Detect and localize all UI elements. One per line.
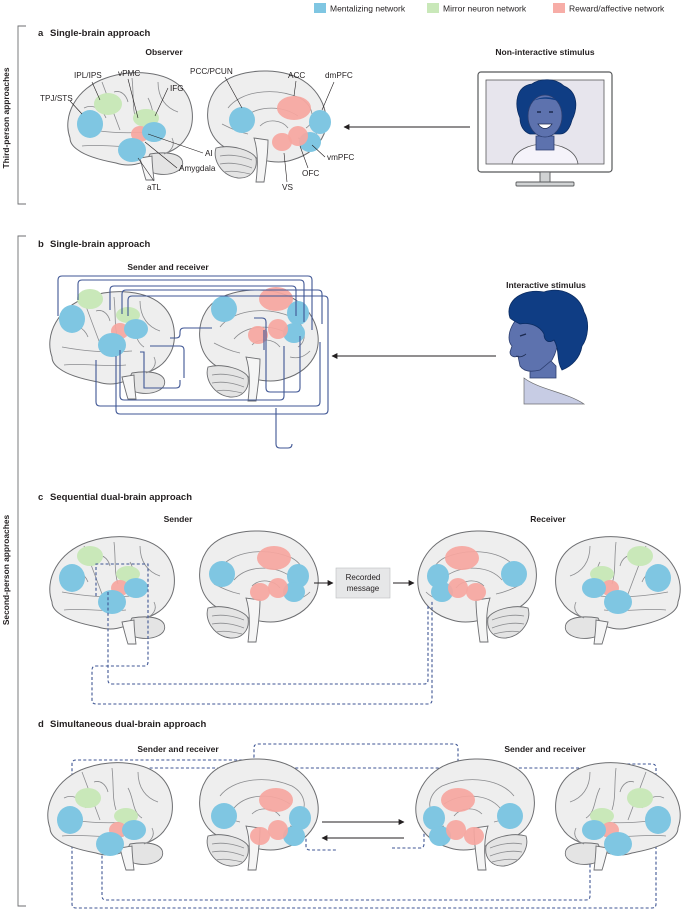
label-ofc: OFC: [302, 169, 319, 178]
recorded-message-line1: Recorded: [346, 573, 381, 582]
legend-mirror-swatch: [427, 3, 439, 13]
region-pcc: [229, 107, 255, 133]
label-vs: VS: [282, 183, 293, 192]
panel-a: a Single-brain approach Observer Non-int…: [38, 28, 613, 192]
panel-c: c Sequential dual-brain approach Sender …: [38, 492, 681, 705]
label-dmpfc: dmPFC: [325, 71, 353, 80]
brain-lateral-b: [49, 289, 175, 400]
brain-medial-d-left: [199, 758, 319, 871]
legend-mentalizing-swatch: [314, 3, 326, 13]
panel-b-title: Single-brain approach: [50, 239, 150, 250]
brain-medial-c-left: [199, 530, 319, 643]
brain-medial-c-right: [417, 530, 537, 643]
label-vmpfc: vmPFC: [327, 153, 354, 162]
brain-lateral-d-left: [47, 762, 173, 871]
brain-medial-d-right: [415, 758, 535, 871]
label-tpjsts: TPJ/STS: [40, 94, 73, 103]
region-ifg: [142, 122, 166, 142]
sender-receiver-left-d: Sender and receiver: [137, 744, 219, 754]
sender-receiver-label-b: Sender and receiver: [127, 262, 209, 272]
panel-d-title: Simultaneous dual-brain approach: [50, 719, 206, 730]
panel-a-title: Single-brain approach: [50, 28, 150, 39]
receiver-label: Receiver: [530, 514, 566, 524]
sender-label: Sender: [164, 514, 194, 524]
label-ifg: IFG: [170, 84, 184, 93]
legend-mirror-label: Mirror neuron network: [443, 4, 527, 14]
label-acc: ACC: [288, 71, 305, 80]
legend-reward-swatch: [553, 3, 565, 13]
panel-b: b Single-brain approach Sender and recei…: [38, 239, 588, 449]
label-pcc: PCC/PCUN: [190, 67, 233, 76]
sender-receiver-right-d: Sender and receiver: [504, 744, 586, 754]
recorded-message-line2: message: [347, 584, 380, 593]
label-atl: aTL: [147, 183, 162, 192]
region-vs: [272, 133, 292, 151]
panel-d-letter: d: [38, 719, 44, 730]
third-person-bracket: [17, 25, 26, 205]
region-dmpfc: [309, 110, 331, 134]
legend: Mentalizing network Mirror neuron networ…: [314, 3, 665, 14]
interactive-stimulus-label: Interactive stimulus: [506, 280, 586, 290]
brain-medial-b: [199, 287, 319, 402]
legend-mentalizing-label: Mentalizing network: [330, 4, 406, 14]
panel-c-letter: c: [38, 492, 43, 503]
second-person-bracket: [17, 235, 26, 907]
region-ipl: [94, 93, 122, 115]
region-acc: [277, 96, 311, 120]
dashed-link-c: [91, 563, 433, 705]
panel-b-letter: b: [38, 239, 44, 250]
brain-lateral-c-left: [49, 536, 175, 645]
recorded-message-box: Recorded message: [335, 567, 391, 599]
legend-reward-label: Reward/affective network: [569, 4, 665, 14]
second-person-label: Second-person approaches: [1, 515, 11, 626]
non-interactive-stimulus-label: Non-interactive stimulus: [495, 47, 594, 57]
panel-c-title: Sequential dual-brain approach: [50, 492, 192, 503]
connection-lines-b: [57, 275, 329, 449]
brain-medial-a: [207, 70, 331, 183]
panel-d: d Simultaneous dual-brain approach Sende…: [38, 719, 681, 909]
interactive-profile-icon: [508, 289, 588, 405]
brain-lateral-a: [67, 72, 193, 181]
third-person-label: Third-person approaches: [1, 67, 11, 168]
brain-lateral-d-right: [555, 762, 681, 871]
observer-label: Observer: [145, 47, 183, 57]
region-atl: [118, 138, 146, 162]
label-ai: AI: [205, 149, 213, 158]
label-iplips: IPL/IPS: [74, 71, 102, 80]
label-vpmc: vPMC: [118, 69, 140, 78]
monitor-icon: [477, 71, 613, 187]
region-ofc: [288, 126, 308, 146]
region-tpj: [77, 110, 103, 138]
label-amygdala: Amygdala: [179, 164, 216, 173]
panel-a-letter: a: [38, 28, 44, 39]
brain-lateral-c-right: [555, 536, 681, 645]
